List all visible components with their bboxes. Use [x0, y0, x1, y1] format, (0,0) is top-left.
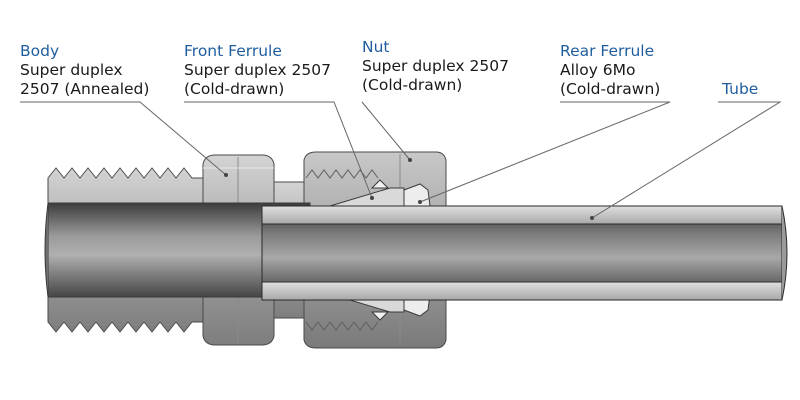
tube-label-title: Tube	[722, 80, 759, 98]
front-ferrule-label-title: Front Ferrule	[184, 42, 282, 60]
front-ferrule-label-line-1: Super duplex 2507	[184, 61, 331, 79]
body-label: Body Super duplex 2507 (Annealed)	[20, 42, 149, 99]
front-ferrule-label: Front Ferrule Super duplex 2507 (Cold-dr…	[184, 42, 331, 99]
rear-ferrule-label: Rear Ferrule Alloy 6Mo (Cold-drawn)	[560, 42, 660, 99]
rear-ferrule-leader-line	[419, 101, 671, 203]
nut-label-line-2: (Cold-drawn)	[362, 76, 463, 94]
rear-ferrule-label-line-2: (Cold-drawn)	[560, 80, 661, 98]
nut-label: Nut Super duplex 2507 (Cold-drawn)	[362, 38, 509, 95]
body-label-line-2: 2507 (Annealed)	[20, 80, 150, 98]
front-ferrule-leader-line	[184, 101, 373, 199]
tube-leader-line	[591, 101, 782, 219]
front-ferrule-label-line-2: (Cold-drawn)	[184, 80, 285, 98]
leader-dots	[224, 158, 594, 220]
rear-ferrule-label-title: Rear Ferrule	[560, 42, 655, 60]
body-leader-line	[20, 101, 227, 176]
rear-ferrule-label-line-1: Alloy 6Mo	[560, 61, 636, 79]
nut-label-title: Nut	[362, 38, 390, 56]
body-label-title: Body	[20, 42, 60, 60]
tube-label: Tube	[722, 80, 758, 99]
body-label-line-1: Super duplex	[20, 61, 123, 79]
tube	[261, 205, 788, 301]
nut-leader-line	[361, 101, 411, 161]
nut-label-line-1: Super duplex 2507	[362, 57, 509, 75]
leader-lines	[20, 101, 782, 219]
